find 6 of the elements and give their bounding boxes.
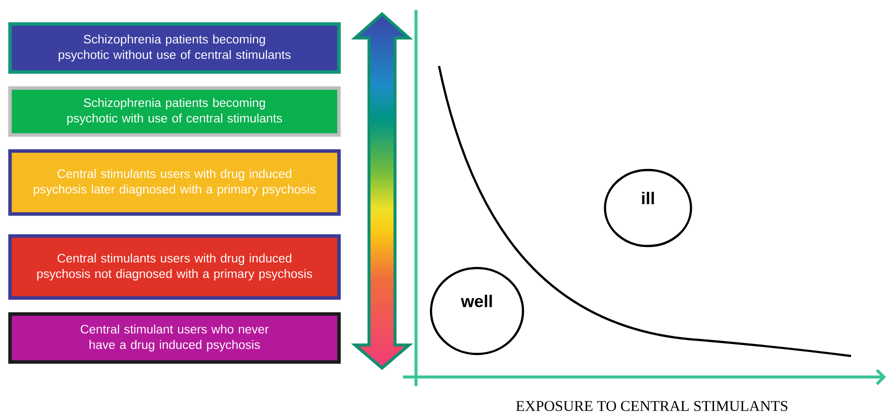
- axis-label: EXPOSURE TO CENTRAL STIMULANTS: [516, 400, 788, 412]
- category-box: Schizophrenia patients becoming psychotic without use of central stimulants: [8, 22, 341, 74]
- category-box: Central stimulants users with drug induced psychosis later diagnosed with a primary psychosis: [8, 149, 341, 216]
- category-box: Central stimulant users who never have a drug induced psychosis: [8, 312, 341, 364]
- category-box: Central stimulants users with drug induced psychosis not diagnosed with a primary psychosis: [8, 234, 341, 300]
- category-box: Schizophrenia patients becoming psychotic with use of central stimulants: [8, 86, 341, 137]
